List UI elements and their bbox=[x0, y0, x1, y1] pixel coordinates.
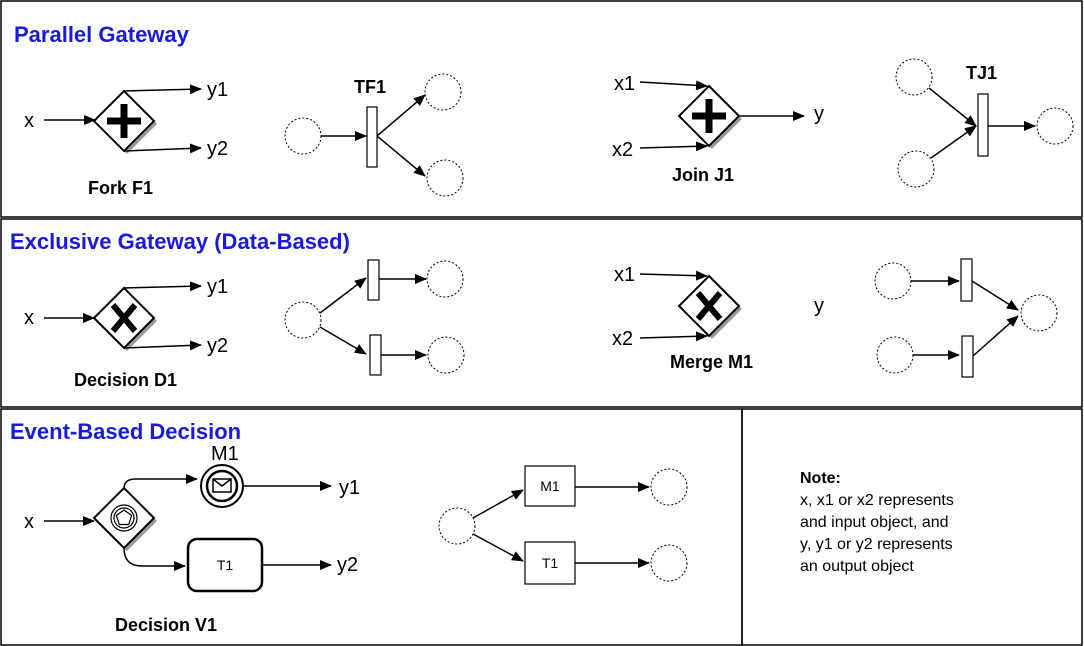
fork-input-label: x bbox=[24, 110, 34, 132]
parallel-section-frame bbox=[0, 0, 1083, 218]
place bbox=[424, 73, 462, 111]
event-output-1-label: y1 bbox=[339, 477, 360, 499]
note-frame bbox=[741, 408, 1083, 646]
decision-caption: Decision D1 bbox=[74, 370, 177, 390]
exclusive-section-title: Exclusive Gateway (Data-Based) bbox=[10, 229, 350, 254]
decision-output-2-label: y2 bbox=[207, 335, 228, 357]
event-decision-input-label: x bbox=[24, 511, 34, 533]
note-line: and input object, and bbox=[800, 514, 949, 531]
fork-gateway: x y1 y2 Fork F1 bbox=[24, 79, 228, 198]
plus-icon bbox=[107, 104, 141, 138]
pentagon-icon bbox=[115, 509, 133, 526]
transition-box bbox=[524, 541, 576, 585]
merge-input-2-label: x2 bbox=[612, 328, 633, 350]
note-title: Note: bbox=[800, 470, 841, 487]
fork-net-label: TF1 bbox=[354, 77, 386, 97]
place bbox=[895, 58, 933, 96]
parallel-section-title: Parallel Gateway bbox=[14, 22, 190, 47]
transition bbox=[961, 335, 974, 378]
decision-output-1-label: y1 bbox=[207, 276, 228, 298]
note-line: y, y1 or y2 represents bbox=[800, 536, 953, 553]
x-icon bbox=[695, 291, 723, 321]
event-decision-caption: Decision V1 bbox=[115, 615, 217, 635]
pentagon-diamond-icon bbox=[92, 486, 156, 550]
note-block: Note: x, x1 or x2 represents and input o… bbox=[800, 470, 954, 575]
transition bbox=[369, 334, 382, 376]
envelope-icon bbox=[212, 478, 232, 493]
transition bbox=[366, 106, 378, 168]
merge-output-label: y bbox=[814, 295, 824, 317]
note-line: an output object bbox=[800, 558, 914, 575]
place bbox=[284, 301, 322, 339]
plus-icon bbox=[692, 99, 726, 133]
join-input-2-label: x2 bbox=[612, 139, 633, 161]
join-net-label: TJ1 bbox=[966, 63, 997, 83]
event-section-title: Event-Based Decision bbox=[10, 419, 241, 444]
merge-input-1-label: x1 bbox=[614, 264, 635, 286]
place bbox=[426, 260, 464, 298]
transition bbox=[977, 93, 989, 157]
exclusive-merge-gateway: x1 x2 y Merge M1 bbox=[612, 264, 824, 372]
join-output-label: y bbox=[814, 103, 824, 125]
place bbox=[876, 336, 914, 374]
fork-caption: Fork F1 bbox=[88, 178, 153, 198]
net-transition-2-label: T1 bbox=[542, 555, 559, 571]
place bbox=[426, 159, 464, 197]
merge-petri-net bbox=[874, 258, 1058, 378]
note-line: x, x1 or x2 represents bbox=[800, 492, 954, 509]
event-output-2-label: y2 bbox=[337, 554, 358, 576]
join-gateway: x1 x2 y Join J1 bbox=[612, 73, 824, 185]
task-label: T1 bbox=[217, 557, 234, 573]
transition bbox=[960, 258, 973, 302]
join-input-1-label: x1 bbox=[614, 73, 635, 95]
transition bbox=[367, 259, 380, 301]
decision-petri-net bbox=[284, 259, 465, 376]
fork-petri-net: TF1 bbox=[284, 73, 464, 197]
event-decision-gateway: x M1 y1 T1 y2 Decision V1 bbox=[24, 443, 360, 635]
place bbox=[874, 262, 912, 300]
fork-output-1-label: y1 bbox=[207, 79, 228, 101]
join-caption: Join J1 bbox=[672, 165, 734, 185]
place bbox=[438, 507, 476, 545]
place bbox=[427, 336, 465, 374]
join-petri-net: TJ1 bbox=[895, 58, 1074, 188]
fork-output-2-label: y2 bbox=[207, 138, 228, 160]
net-transition-1-label: M1 bbox=[540, 478, 560, 494]
x-icon bbox=[110, 303, 138, 333]
exclusive-section-frame bbox=[0, 218, 1083, 408]
event-message-label: M1 bbox=[211, 443, 239, 465]
place bbox=[284, 117, 322, 155]
place bbox=[1036, 107, 1074, 145]
merge-caption: Merge M1 bbox=[670, 352, 753, 372]
place bbox=[650, 544, 688, 582]
exclusive-decision-gateway: x y1 y2 Decision D1 bbox=[24, 276, 228, 390]
event-petri-net: M1 T1 bbox=[438, 465, 688, 585]
transition-box bbox=[524, 465, 576, 507]
place bbox=[650, 468, 688, 506]
place bbox=[1020, 294, 1058, 332]
place bbox=[897, 150, 935, 188]
decision-input-label: x bbox=[24, 307, 34, 329]
